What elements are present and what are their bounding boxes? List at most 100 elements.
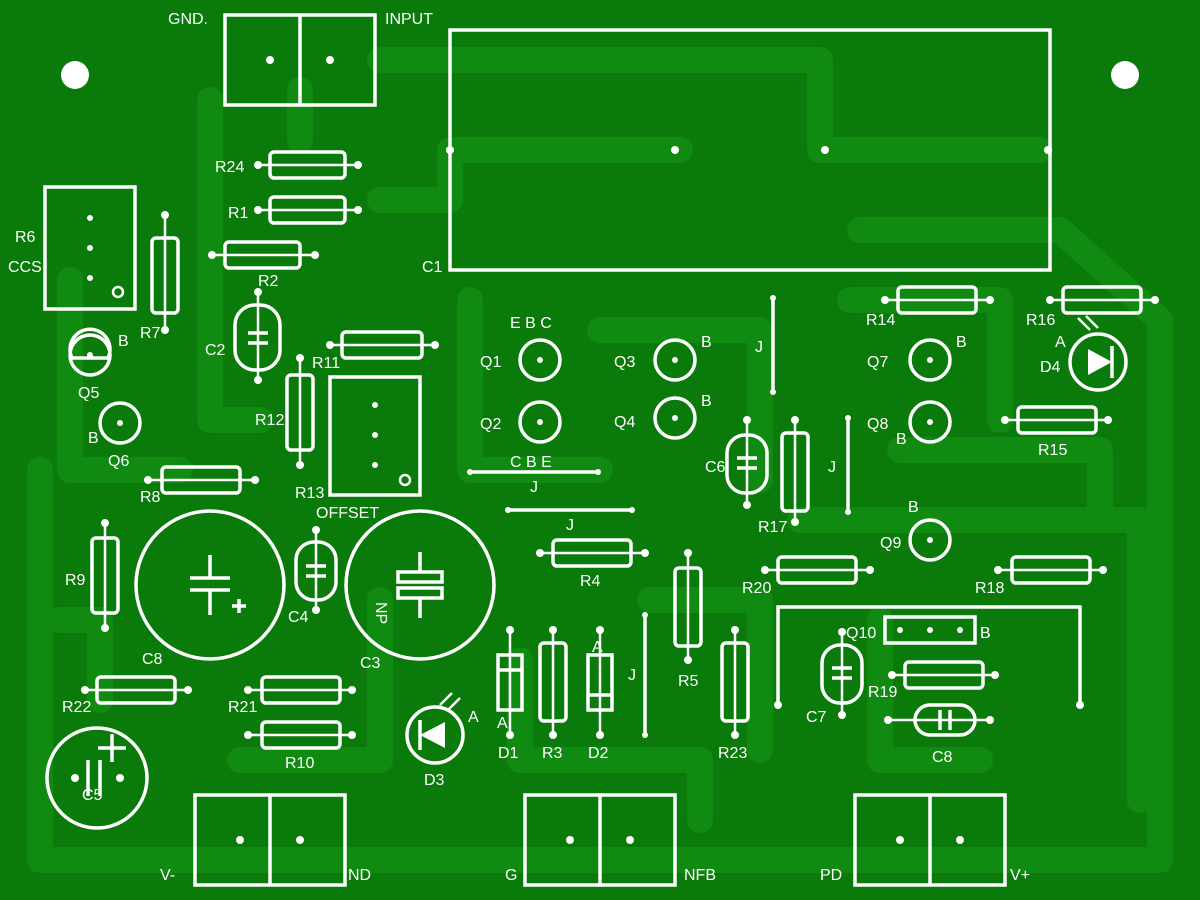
r19-label: R19 bbox=[868, 684, 897, 701]
c8-large-label: C8 bbox=[142, 651, 163, 668]
nfb-label: NFB bbox=[684, 867, 716, 884]
q7-label: Q7 bbox=[867, 354, 888, 371]
resistor-r17 bbox=[780, 416, 810, 526]
copper-traces bbox=[27, 47, 1173, 873]
q4-label: Q4 bbox=[614, 414, 635, 431]
r1-label: R1 bbox=[228, 205, 249, 222]
q2-label: Q2 bbox=[480, 416, 501, 433]
jumper-1 bbox=[467, 469, 601, 475]
resistor-r1 bbox=[254, 195, 362, 225]
input-connector[interactable] bbox=[223, 13, 377, 107]
resistor-r11 bbox=[326, 330, 439, 360]
mounting-hole-left bbox=[61, 61, 89, 89]
jumper-5 bbox=[642, 612, 648, 738]
diode-d2 bbox=[586, 626, 614, 739]
r13-label: R13 bbox=[295, 485, 324, 502]
capacitor-c4 bbox=[294, 526, 338, 614]
q5-b-label: B bbox=[118, 333, 129, 350]
jumper-2 bbox=[505, 507, 635, 513]
jumper-1-label: J bbox=[530, 479, 538, 496]
q3-label: Q3 bbox=[614, 354, 635, 371]
r10-label: R10 bbox=[285, 755, 314, 772]
resistor-r2 bbox=[208, 240, 319, 270]
feedback-connector[interactable] bbox=[523, 793, 677, 887]
nd-label: ND bbox=[348, 867, 371, 884]
c1-label: C1 bbox=[422, 259, 443, 276]
q9-label: Q9 bbox=[880, 535, 901, 552]
transistor-q2 bbox=[518, 400, 562, 444]
power-left-connector[interactable] bbox=[193, 793, 347, 887]
jumper-2-label: J bbox=[566, 517, 574, 534]
resistor-r9 bbox=[90, 519, 120, 632]
r2-label: R2 bbox=[258, 273, 279, 290]
r12-label: R12 bbox=[255, 412, 284, 429]
capacitor-c1-outline bbox=[446, 28, 1052, 272]
d4-a-label: A bbox=[1055, 334, 1066, 351]
d4-label: D4 bbox=[1040, 359, 1061, 376]
d3-a-label: A bbox=[468, 709, 479, 726]
capacitor-c7 bbox=[820, 628, 864, 719]
resistor-r20 bbox=[761, 555, 874, 585]
resistor-r18 bbox=[994, 555, 1107, 585]
r18-label: R18 bbox=[975, 580, 1004, 597]
c5-label: C5 bbox=[82, 787, 103, 804]
jumper-4-label: J bbox=[828, 459, 836, 476]
diode-d1 bbox=[496, 626, 524, 739]
transistor-q9 bbox=[908, 518, 952, 562]
transistor-q3 bbox=[653, 338, 697, 382]
led-d3 bbox=[405, 692, 465, 765]
r6-label: R6 bbox=[15, 229, 36, 246]
capacitor-c2 bbox=[233, 288, 282, 384]
c3-label: C3 bbox=[360, 655, 381, 672]
np-label: NP bbox=[372, 602, 389, 624]
d1-a-label: A bbox=[497, 715, 508, 732]
r20-label: R20 bbox=[742, 580, 771, 597]
q4-b-label: B bbox=[701, 393, 712, 410]
q6-b-label: B bbox=[88, 430, 99, 447]
capacitor-c8-small bbox=[884, 703, 994, 737]
v-minus-label: V- bbox=[160, 867, 175, 884]
resistor-r10 bbox=[244, 720, 356, 750]
q2-cbe-label: C B E bbox=[510, 454, 552, 471]
jumper-5-label: J bbox=[628, 667, 636, 684]
trimmer-r6 bbox=[43, 185, 137, 311]
resistor-r8 bbox=[144, 465, 259, 495]
capacitor-c8-large bbox=[134, 509, 286, 661]
jumper-3 bbox=[770, 295, 776, 395]
offset-label: OFFSET bbox=[316, 505, 379, 522]
r23-label: R23 bbox=[718, 745, 747, 762]
resistor-r7 bbox=[150, 211, 180, 334]
trimmer-r13 bbox=[328, 375, 422, 497]
c6-label: C6 bbox=[705, 459, 726, 476]
capacitor-c5 bbox=[45, 726, 149, 830]
transistor-q6 bbox=[98, 401, 142, 445]
mounting-hole-right bbox=[1111, 61, 1139, 89]
resistor-r15 bbox=[1001, 405, 1112, 435]
heatsink-outline bbox=[774, 605, 1084, 709]
transistor-q4 bbox=[653, 396, 697, 440]
d2-a-label: A bbox=[592, 639, 603, 656]
power-right-connector[interactable] bbox=[853, 793, 1007, 887]
q1-ebc-label: E B C bbox=[510, 315, 552, 332]
transistor-q1 bbox=[518, 338, 562, 382]
r4-label: R4 bbox=[580, 573, 601, 590]
d1-label: D1 bbox=[498, 745, 519, 762]
r17-label: R17 bbox=[758, 519, 787, 536]
transistor-q10 bbox=[883, 615, 977, 645]
d2-label: D2 bbox=[588, 745, 609, 762]
pd-label: PD bbox=[820, 867, 842, 884]
resistor-r19 bbox=[888, 660, 999, 690]
q6-label: Q6 bbox=[108, 453, 129, 470]
q10-label: Q10 bbox=[846, 625, 876, 642]
transistor-q8 bbox=[908, 400, 952, 444]
resistor-r12 bbox=[285, 354, 315, 469]
v-plus-label: V+ bbox=[1010, 867, 1030, 884]
c8-small-label: C8 bbox=[932, 749, 953, 766]
d3-label: D3 bbox=[424, 772, 445, 789]
c2-label: C2 bbox=[205, 342, 226, 359]
resistor-r5 bbox=[673, 549, 703, 664]
input-gnd-label: GND. bbox=[168, 11, 208, 28]
transistor-q5 bbox=[68, 327, 112, 377]
r22-label: R22 bbox=[62, 699, 91, 716]
